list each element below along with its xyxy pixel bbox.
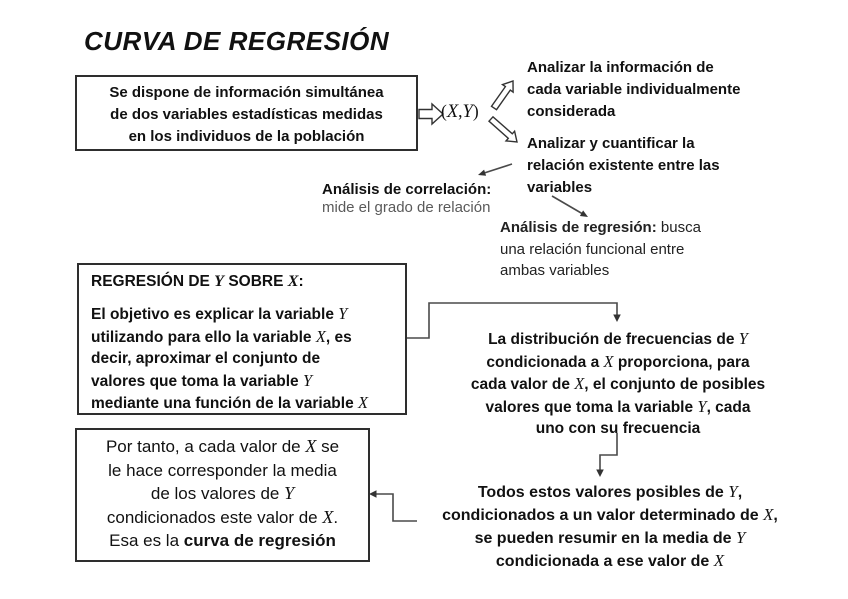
todos-note: Todos estos valores posibles de Y,condic… — [442, 482, 778, 570]
branch-ne-arrow-icon — [490, 80, 514, 111]
branch-se-arrow-icon — [488, 115, 518, 143]
correlacion-arrow — [478, 163, 513, 176]
regresion-box-header: REGRESIÓN DE Y SOBRE X: — [91, 273, 304, 290]
correlacion-note-desc: mide el grado de relación — [322, 199, 491, 216]
correlacion-note: Análisis de correlación: mide el grado d… — [322, 181, 491, 217]
xy-variables-label: (X,Y) — [441, 101, 479, 122]
regresion-arrow — [551, 195, 588, 217]
slide-title: CURVA DE REGRESIÓN — [84, 26, 390, 56]
regresion-box: REGRESIÓN DE Y SOBRE X: El objetivo es e… — [77, 263, 407, 415]
distribucion-to-todos-connector — [596, 433, 618, 477]
correlacion-note-title: Análisis de correlación: — [322, 181, 492, 198]
flow-right-arrow-icon — [418, 102, 445, 126]
